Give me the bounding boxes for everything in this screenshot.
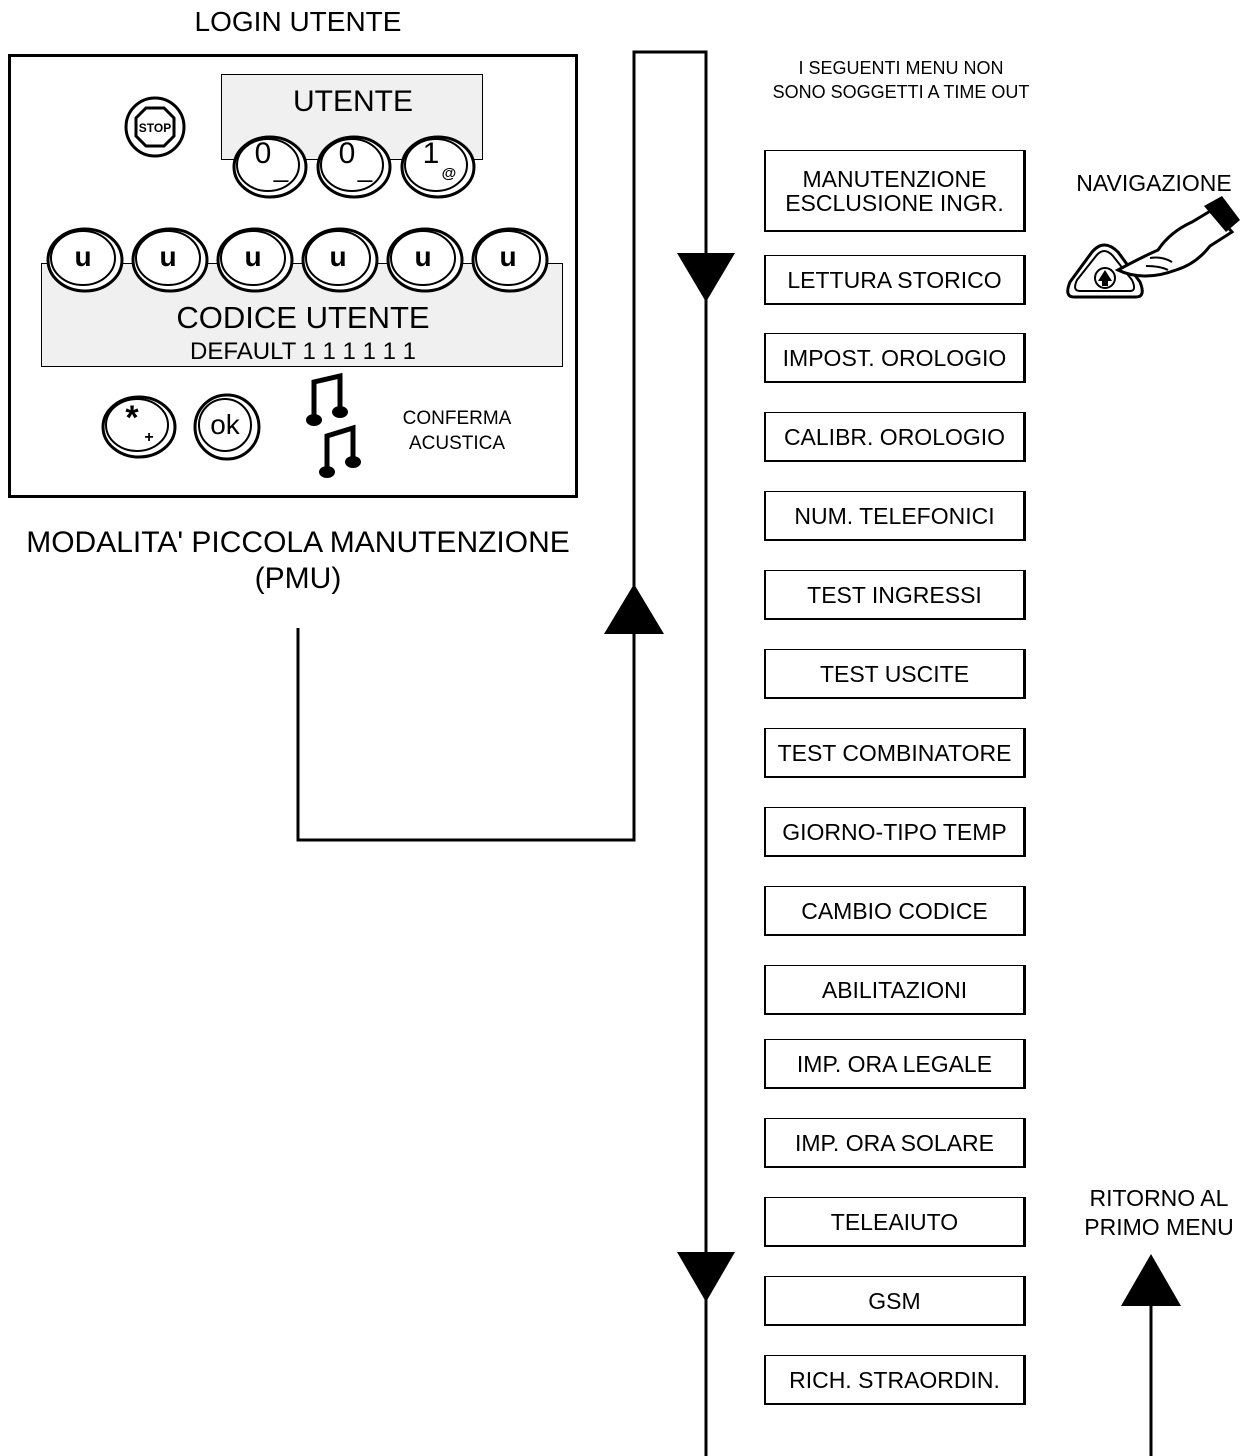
star-key-sub: + <box>144 429 154 446</box>
menu-item-label: NUM. TELEFONICI <box>794 502 995 529</box>
menu-item-gsm[interactable]: GSM <box>764 1276 1026 1326</box>
menu-item-label: TELEAIUTO <box>830 1208 959 1235</box>
mode-abbr: (PMU) <box>254 562 342 595</box>
user-digit-keys: 0 _ 0 _ 1 @ <box>231 135 481 199</box>
flow-arrow-up-left <box>604 584 664 634</box>
code-key-label: u <box>74 241 92 272</box>
digit-key-label: 1 <box>422 137 440 170</box>
menu-item-manutenzione[interactable]: MANUTENZIONE ESCLUSIONE INGR. <box>764 150 1026 232</box>
music-note-icon <box>306 372 361 478</box>
menu-item-label: IMP. ORA SOLARE <box>795 1129 994 1156</box>
pointing-hand-icon <box>1114 196 1240 278</box>
flow-arrow-return <box>1121 1254 1181 1306</box>
acoustic-confirm-label: CONFERMA ACUSTICA <box>402 408 512 454</box>
menu-item-label: IMPOST. OROLOGIO <box>782 344 1007 371</box>
menu-item-cambio-codice[interactable]: CAMBIO CODICE <box>764 886 1026 936</box>
menu-item-lettura-storico[interactable]: LETTURA STORICO <box>764 255 1026 305</box>
code-key-label: u <box>244 241 262 272</box>
navigation-label: NAVIGAZIONE <box>1076 170 1232 196</box>
code-key[interactable] <box>386 227 464 293</box>
menu-item-test-ingressi[interactable]: TEST INGRESSI <box>764 570 1026 620</box>
menu-item-impost-orologio[interactable]: IMPOST. OROLOGIO <box>764 333 1026 383</box>
menu-item-label: GIORNO-TIPO TEMP <box>782 818 1007 845</box>
menu-item-label: ABILITAZIONI <box>821 976 968 1003</box>
star-key[interactable] <box>101 395 177 459</box>
digit-key-sub: _ <box>273 153 289 183</box>
menu-item-label: TEST COMBINATORE <box>777 739 1012 766</box>
code-key[interactable] <box>46 227 124 293</box>
keypad-panel: STOP UTENTE 0 _ 0 _ 1 @ COD <box>8 54 578 498</box>
menu-item-giorno-tipo-temp[interactable]: GIORNO-TIPO TEMP <box>764 807 1026 857</box>
timeout-note: I SEGUENTI MENU NON SONO SOGGETTI A TIME… <box>772 58 1030 102</box>
menu-item-label: TEST INGRESSI <box>807 581 982 608</box>
menu-item-label: LETTURA STORICO <box>787 266 1002 293</box>
menu-item-label: IMP. ORA LEGALE <box>796 1050 993 1077</box>
mode-label: MODALITA' PICCOLA MANUTENZIONE <box>26 526 570 559</box>
code-key-label: u <box>159 241 177 272</box>
menu-item-abilitazioni[interactable]: ABILITAZIONI <box>764 965 1026 1015</box>
menu-item-imp-ora-legale[interactable]: IMP. ORA LEGALE <box>764 1039 1026 1089</box>
return-label: RITORNO AL PRIMO MENU <box>1084 1185 1234 1240</box>
code-keys-row: u u u u u u <box>45 227 555 293</box>
code-key[interactable] <box>131 227 209 293</box>
code-key[interactable] <box>301 227 379 293</box>
menu-item-label: GSM <box>868 1287 921 1314</box>
menu-item-label: MANUTENZIONE ESCLUSIONE INGR. <box>785 165 1004 216</box>
stop-key-icon[interactable]: STOP <box>123 95 187 159</box>
code-key[interactable] <box>471 227 549 293</box>
menu-item-label: TEST USCITE <box>819 660 970 687</box>
flow-arrow-down-top <box>677 253 735 302</box>
digit-key[interactable] <box>232 135 308 199</box>
digit-key-sub: _ <box>357 153 373 183</box>
login-title: LOGIN UTENTE <box>194 6 402 37</box>
digit-key-sub: @ <box>441 165 457 182</box>
menu-item-test-combinatore[interactable]: TEST COMBINATORE <box>764 728 1026 778</box>
confirm-keys: * + ok <box>99 393 269 463</box>
digit-key[interactable] <box>400 135 476 199</box>
menu-item-test-uscite[interactable]: TEST USCITE <box>764 649 1026 699</box>
stop-label: STOP <box>139 121 171 135</box>
ok-key-label: ok <box>210 409 240 440</box>
code-key[interactable] <box>216 227 294 293</box>
menu-item-num-telefonici[interactable]: NUM. TELEFONICI <box>764 491 1026 541</box>
code-label: CODICE UTENTE <box>176 300 430 335</box>
digit-key-label: 0 <box>338 137 356 170</box>
menu-item-label: CALIBR. OROLOGIO <box>783 423 1006 450</box>
menu-item-label: RICH. STRAORDIN. <box>789 1366 1000 1393</box>
ok-key[interactable] <box>193 393 261 461</box>
user-display-label: UTENTE <box>293 85 413 118</box>
menu-item-teleaiuto[interactable]: TELEAIUTO <box>764 1197 1026 1247</box>
menu-item-calibr-orologio[interactable]: CALIBR. OROLOGIO <box>764 412 1026 462</box>
menu-item-imp-ora-solare[interactable]: IMP. ORA SOLARE <box>764 1118 1026 1168</box>
menu-item-label: CAMBIO CODICE <box>801 897 988 924</box>
code-key-label: u <box>414 241 432 272</box>
star-key-label: * <box>125 399 139 437</box>
code-key-label: u <box>329 241 347 272</box>
flow-arrow-down-bottom <box>677 1252 735 1302</box>
digit-key[interactable] <box>316 135 392 199</box>
digit-key-label: 0 <box>254 137 272 170</box>
default-code-label: DEFAULT 1 1 1 1 1 1 <box>190 338 416 365</box>
code-key-label: u <box>499 241 517 272</box>
up-arrow-key-icon <box>1066 243 1144 299</box>
menu-item-rich-straordin[interactable]: RICH. STRAORDIN. <box>764 1355 1026 1405</box>
